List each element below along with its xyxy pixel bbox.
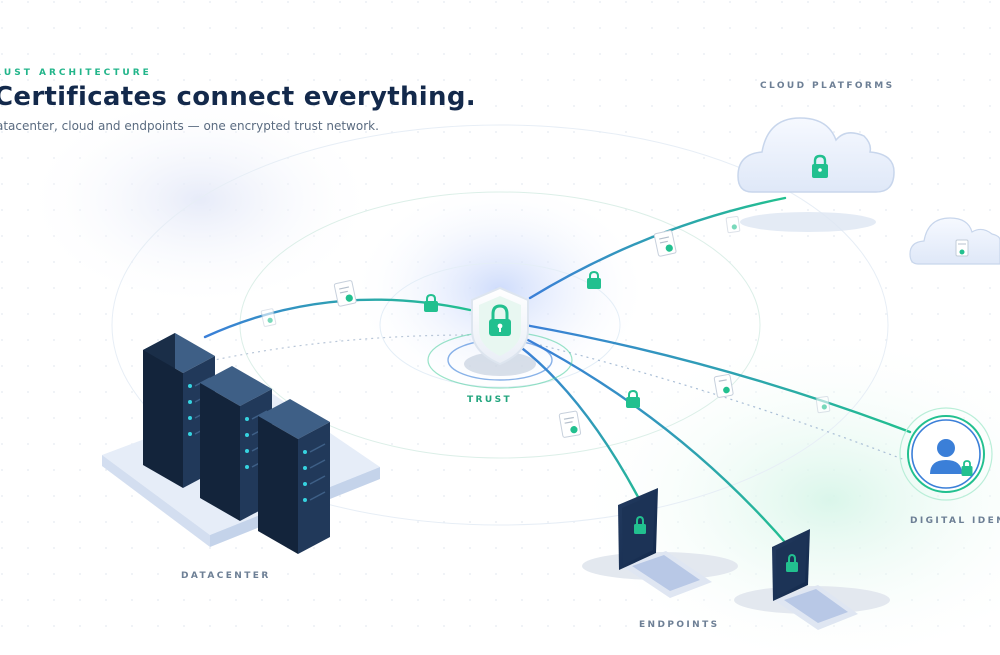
endpoint-laptop-1[interactable] bbox=[582, 488, 738, 598]
shield-lock-icon bbox=[471, 286, 529, 366]
link-trust-cloud bbox=[528, 196, 787, 300]
digital-identity-label: DIGITAL IDENT bbox=[910, 516, 1000, 526]
page-subtitle: atacenter, cloud and endpoints — one enc… bbox=[0, 119, 379, 133]
datacenter-label: DATACENTER bbox=[181, 571, 271, 581]
datacenter[interactable] bbox=[102, 333, 380, 554]
eyebrow-label: RUST ARCHITECTURE bbox=[0, 68, 152, 78]
background-glow bbox=[20, 90, 380, 310]
cloud-icon bbox=[909, 217, 1000, 265]
lock-icon bbox=[961, 460, 973, 476]
user-icon bbox=[930, 439, 962, 474]
link-trust-endpoint-2 bbox=[526, 338, 792, 550]
orbit-ring-inner bbox=[379, 262, 621, 388]
orbit-ring-middle bbox=[239, 191, 761, 459]
endpoints-label: ENDPOINTS bbox=[639, 620, 720, 630]
lock-icon bbox=[786, 553, 798, 572]
trust-hub[interactable] bbox=[427, 286, 573, 389]
cloud-platforms-label: CLOUD PLATFORMS bbox=[760, 81, 895, 91]
link-trust-endpoint-1 bbox=[516, 343, 652, 522]
certificate-icon bbox=[260, 308, 277, 327]
endpoint-laptop-2[interactable] bbox=[734, 529, 890, 630]
cloud-platform-small[interactable] bbox=[909, 217, 1000, 265]
certificate-icon bbox=[333, 280, 357, 307]
lock-icon bbox=[587, 270, 601, 289]
digital-identity-node[interactable] bbox=[899, 407, 993, 501]
cloud-icon bbox=[737, 117, 895, 193]
lock-icon bbox=[812, 154, 828, 178]
link-trust-identity bbox=[523, 323, 912, 434]
certificate-icon bbox=[725, 216, 741, 234]
certificate-icon bbox=[815, 396, 831, 414]
orbit-ring-outer bbox=[111, 124, 889, 526]
trust-label: TRUST bbox=[467, 395, 512, 405]
dotted-link-identity bbox=[539, 344, 906, 461]
server-icon bbox=[258, 399, 330, 554]
certificate-icon bbox=[713, 374, 734, 398]
certificate-icon bbox=[653, 230, 677, 257]
certificate-icon bbox=[558, 410, 582, 438]
page-title: Certificates connect everything. bbox=[0, 82, 476, 112]
certificate-icon bbox=[955, 239, 969, 257]
identity-ring-outer bbox=[899, 407, 993, 501]
lock-icon bbox=[634, 515, 646, 534]
cloud-shadow bbox=[740, 212, 876, 232]
lock-icon bbox=[626, 389, 640, 408]
lock-icon bbox=[424, 293, 438, 312]
cloud-platform-main[interactable] bbox=[737, 117, 895, 232]
